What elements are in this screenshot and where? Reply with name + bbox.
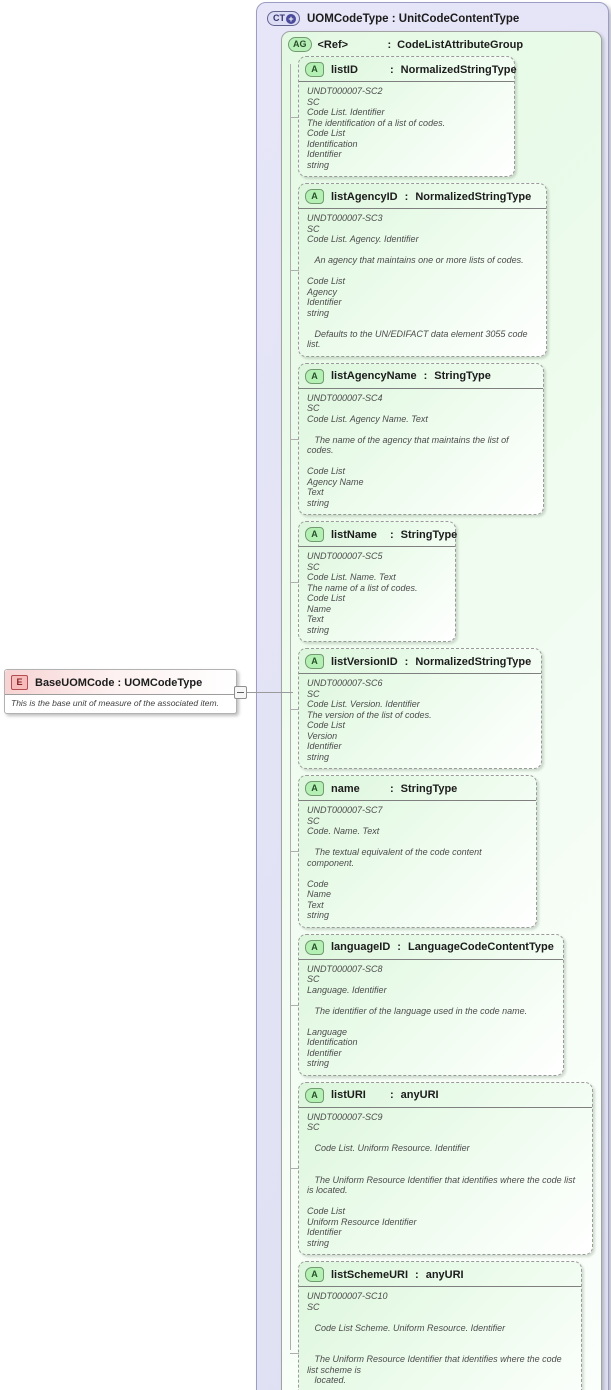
attribute-box-listagencyid: A listAgencyID : NormalizedStringType UN… — [290, 183, 547, 357]
complextype-title: UOMCodeType : UnitCodeContentType — [307, 12, 520, 25]
attribute-header: A listSchemeURI : anyURI — [299, 1262, 581, 1287]
attributegroup-badge: AG — [288, 37, 312, 52]
colon-separator: : — [387, 38, 392, 51]
attribute-header: A listURI : anyURI — [299, 1083, 592, 1108]
attribute-box-name: A name : StringType UNDT000007-SC7 SC Co… — [290, 775, 537, 928]
attribute-badge: A — [305, 368, 324, 384]
attribute-box-listagencyname: A listAgencyName : StringType UNDT000007… — [290, 362, 544, 515]
attribute-name: listAgencyName — [331, 370, 417, 382]
attribute-badge: A — [305, 939, 324, 955]
attribute-box-listuri: A listURI : anyURI UNDT000007-SC9 SC Cod… — [290, 1081, 593, 1255]
attributegroup-header: AG <Ref> : CodeListAttributeGroup — [286, 36, 597, 56]
attribute-box-languageid: A languageID : LanguageCodeContentType U… — [290, 933, 564, 1076]
attribute-header: A listAgencyID : NormalizedStringType — [299, 184, 546, 209]
attribute-name: listAgencyID — [331, 190, 398, 203]
attribute-documentation: UNDT000007-SC8 SC Language. Identifier T… — [307, 963, 528, 1069]
complextype-box-uomcodetype: CT+ UOMCodeType : UnitCodeContentType AG… — [256, 2, 609, 1390]
colon-separator: : — [404, 655, 409, 668]
element-title: BaseUOMCode : UOMCodeType — [35, 676, 203, 689]
attribute-stack: A listID : NormalizedStringType UNDT0000… — [286, 56, 597, 1390]
element-box-baseuomcode: E BaseUOMCode : UOMCodeType This is the … — [4, 669, 237, 714]
attribute-type: NormalizedStringType — [400, 63, 517, 76]
element-header: E BaseUOMCode : UOMCodeType — [5, 670, 236, 695]
colon-separator: : — [404, 190, 409, 203]
complextype-badge-label: CT — [273, 13, 285, 23]
expand-plus-icon: + — [286, 13, 296, 24]
attribute-documentation: UNDT000007-SC2 SC Code List. Identifier … — [307, 86, 446, 170]
minus-icon — [237, 692, 244, 693]
attribute-documentation: UNDT000007-SC4 SC Code List. Agency Name… — [307, 392, 509, 508]
attribute-badge: A — [305, 781, 324, 796]
attribute-type: NormalizedStringType — [415, 655, 532, 668]
colon-separator: : — [415, 1268, 419, 1281]
element-description: This is the base unit of measure of the … — [11, 698, 219, 708]
attribute-badge: A — [305, 62, 324, 77]
colon-separator: : — [397, 941, 401, 953]
colon-separator: : — [423, 370, 428, 382]
attribute-name: name — [331, 782, 360, 795]
element-badge: E — [11, 675, 28, 690]
attribute-box-listversionid: A listVersionID : NormalizedStringType U… — [290, 648, 542, 769]
attribute-name: listURI — [331, 1089, 366, 1101]
attribute-header: A languageID : LanguageCodeContentType — [299, 935, 563, 960]
attribute-documentation: UNDT000007-SC9 SC Code List. Uniform Res… — [307, 1111, 576, 1248]
attribute-type: StringType — [400, 528, 458, 541]
attribute-badge: A — [305, 189, 324, 204]
attribute-name: listVersionID — [331, 655, 398, 668]
attributegroup-type: CodeListAttributeGroup — [397, 38, 524, 51]
attribute-badge: A — [305, 1267, 324, 1282]
collapse-toggle[interactable] — [234, 686, 247, 699]
colon-separator: : — [390, 1089, 394, 1101]
complextype-badge: CT+ — [267, 11, 300, 26]
attribute-header: A name : StringType — [299, 776, 536, 801]
attributegroup-box-codelistattributegroup: AG <Ref> : CodeListAttributeGroup A list… — [281, 31, 602, 1390]
attribute-type: NormalizedStringType — [415, 190, 532, 203]
attribute-header: A listName : StringType — [299, 522, 458, 547]
attribute-type: anyURI — [400, 1089, 439, 1101]
complextype-header: CT+ UOMCodeType : UnitCodeContentType — [265, 9, 600, 31]
attribute-type: anyURI — [425, 1268, 464, 1281]
attribute-header: A listID : NormalizedStringType — [299, 57, 517, 82]
attribute-header: A listVersionID : NormalizedStringType — [299, 649, 541, 674]
attribute-box-listid: A listID : NormalizedStringType UNDT0000… — [290, 56, 517, 177]
attributegroup-name: <Ref> — [317, 38, 349, 51]
colon-separator: : — [390, 63, 394, 76]
attribute-documentation: UNDT000007-SC7 SC Code. Name. Text The t… — [307, 805, 482, 920]
attribute-badge: A — [305, 654, 324, 669]
attribute-box-listname: A listName : StringType UNDT000007-SC5 S… — [290, 521, 458, 642]
attribute-documentation: UNDT000007-SC3 SC Code List. Agency. Ide… — [307, 213, 528, 349]
attribute-documentation: UNDT000007-SC6 SC Code List. Version. Id… — [307, 678, 432, 762]
attribute-name: listID — [331, 63, 358, 76]
attribute-header: A listAgencyName : StringType — [299, 364, 543, 389]
attribute-badge: A — [305, 527, 324, 542]
colon-separator: : — [390, 528, 394, 541]
connector-line — [247, 692, 293, 693]
attribute-box-listschemeuri: A listSchemeURI : anyURI UNDT000007-SC10… — [290, 1261, 582, 1390]
attribute-type: StringType — [400, 782, 458, 795]
attribute-name: listSchemeURI — [331, 1268, 409, 1281]
attribute-name: listName — [331, 528, 377, 541]
attribute-documentation: UNDT000007-SC10 SC Code List Scheme. Uni… — [307, 1291, 562, 1385]
attribute-type: StringType — [434, 370, 491, 382]
attribute-type: LanguageCodeContentType — [407, 941, 554, 953]
attribute-name: languageID — [331, 941, 391, 953]
colon-separator: : — [390, 782, 394, 795]
attribute-documentation: UNDT000007-SC5 SC Code List. Name. Text … — [307, 551, 418, 635]
attribute-badge: A — [305, 1087, 324, 1103]
